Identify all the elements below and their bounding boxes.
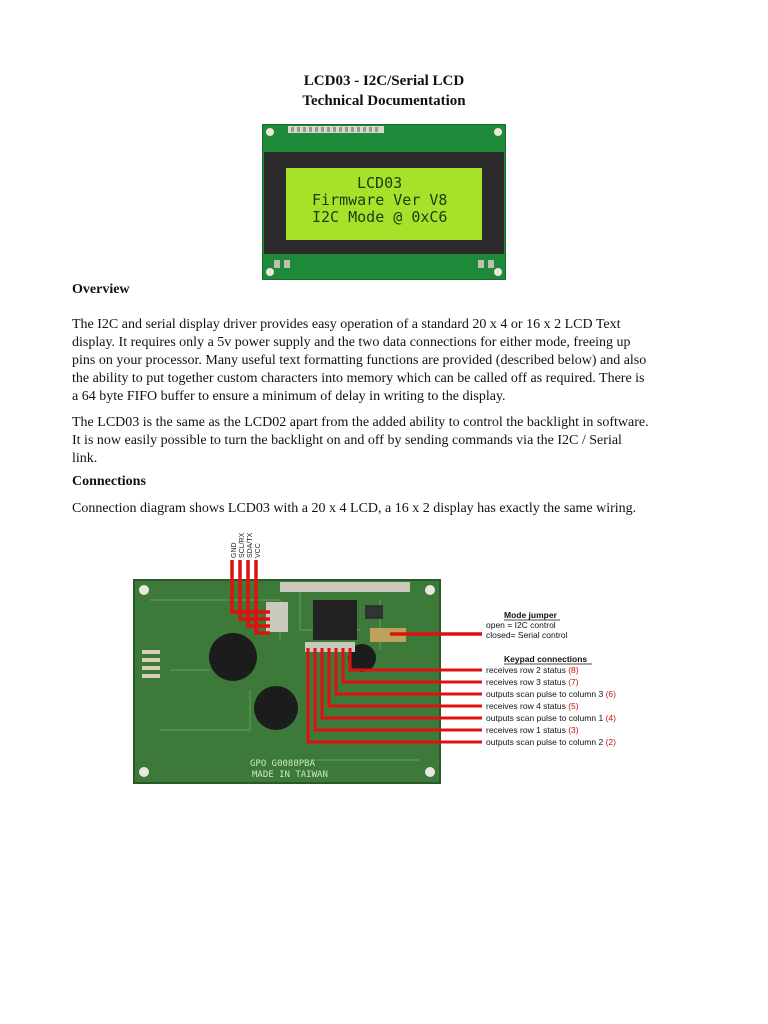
keypad-row-num: (4) xyxy=(606,713,617,723)
overview-heading: Overview xyxy=(72,282,130,297)
keypad-row-5: outputs scan pulse to column 1 (4) xyxy=(486,713,616,723)
text-line: link. xyxy=(72,451,98,466)
keypad-wires xyxy=(306,648,482,744)
mode-jumper-open: open = I2C control xyxy=(486,620,556,630)
connection-diagram: GND SCL/RX SDA/TX VCC GPO G0080PBA MADE … xyxy=(133,532,616,784)
keypad-row-1: receives row 2 status (8) xyxy=(486,665,579,675)
pin-label-sda: SDA/TX xyxy=(247,532,254,558)
svg-text:receives row 4 status (5): receives row 4 status (5) xyxy=(486,701,579,711)
keypad-row-text: outputs scan pulse to column 2 xyxy=(486,737,603,747)
keypad-row-7: outputs scan pulse to column 2 (2) xyxy=(486,737,616,747)
keypad-row-num: (8) xyxy=(568,665,579,675)
lcd-line-2: Firmware Ver V8 xyxy=(312,191,447,209)
power-wires xyxy=(230,560,270,635)
svg-text:receives row 1 status (3): receives row 1 status (3) xyxy=(486,725,579,735)
keypad-row-4: receives row 4 status (5) xyxy=(486,701,579,711)
pin-label-vcc: VCC xyxy=(255,543,262,558)
top-header xyxy=(280,582,410,592)
text-line: a 64 byte FIFO buffer to ensure a minimu… xyxy=(72,389,506,404)
svg-text:outputs scan pulse to column 3: outputs scan pulse to column 3 (6) xyxy=(486,689,616,699)
keypad-row-text: receives row 2 status xyxy=(486,665,566,675)
keypad-row-text: receives row 3 status xyxy=(486,677,566,687)
overview-paragraph-2: The LCD03 is the same as the LCD02 apart… xyxy=(72,414,702,468)
keypad-row-num: (2) xyxy=(606,737,617,747)
keypad-row-num: (6) xyxy=(606,689,617,699)
mode-jumper-title: Mode jumper xyxy=(504,610,558,620)
lcd-blob-2 xyxy=(254,686,298,730)
text-line: display. It requires only a 5v power sup… xyxy=(72,335,631,350)
svg-text:receives row 2 status (8): receives row 2 status (8) xyxy=(486,665,579,675)
keypad-row-text: receives row 1 status xyxy=(486,725,566,735)
pin-label-scl: SCL/RX xyxy=(239,532,246,558)
mode-jumper-closed: closed= Serial control xyxy=(486,630,568,640)
keypad-row-text: receives row 4 status xyxy=(486,701,566,711)
svg-text:outputs scan pulse to column 1: outputs scan pulse to column 1 (4) xyxy=(486,713,616,723)
text-line: pins on your processor. Many useful text… xyxy=(72,353,647,368)
keypad-row-text: outputs scan pulse to column 3 xyxy=(486,689,603,699)
connections-heading: Connections xyxy=(72,474,146,489)
overview-paragraph-1: The I2C and serial display driver provid… xyxy=(72,316,702,406)
keypad-row-3: outputs scan pulse to column 3 (6) xyxy=(486,689,616,699)
lcd-screen xyxy=(286,168,482,240)
document-subtitle: Technical Documentation xyxy=(302,93,466,109)
keypad-row-num: (7) xyxy=(568,677,579,687)
text-line: The LCD03 is the same as the LCD02 apart… xyxy=(72,415,649,430)
text-line: It is now easily possible to turn the ba… xyxy=(72,433,622,448)
keypad-row-6: receives row 1 status (3) xyxy=(486,725,579,735)
keypad-row-num: (5) xyxy=(568,701,579,711)
lcd-line-1: LCD03 xyxy=(357,174,402,192)
keypad-title: Keypad connections xyxy=(504,654,587,664)
keypad-row-text: outputs scan pulse to column 1 xyxy=(486,713,603,723)
text-line: The I2C and serial display driver provid… xyxy=(72,317,621,332)
header-pins-top xyxy=(288,126,384,133)
pcb-marking-2: MADE IN TAIWAN xyxy=(252,770,328,780)
microcontroller-chip xyxy=(313,600,357,640)
connections-text: Connection diagram shows LCD03 with a 20… xyxy=(72,501,637,516)
svg-text:outputs scan pulse to column 2: outputs scan pulse to column 2 (2) xyxy=(486,737,616,747)
lcd-blob-1 xyxy=(209,633,257,681)
power-header xyxy=(266,602,288,632)
text-line: the ability to put together custom chara… xyxy=(72,371,645,386)
svg-text:receives row 3 status (7): receives row 3 status (7) xyxy=(486,677,579,687)
document-title: LCD03 - I2C/Serial LCD xyxy=(303,73,465,89)
keypad-header xyxy=(305,642,355,652)
keypad-row-2: receives row 3 status (7) xyxy=(486,677,579,687)
pin-label-gnd: GND xyxy=(231,542,238,558)
keypad-row-num: (3) xyxy=(568,725,579,735)
lcd-line-3: I2C Mode @ 0xC6 xyxy=(312,208,447,226)
pcb-marking-1: GPO G0080PBA xyxy=(250,759,316,769)
lcd-module-photo: LCD03 Firmware Ver V8 I2C Mode @ 0xC6 xyxy=(262,124,506,280)
bottom-pads xyxy=(274,260,494,268)
mode-jumper xyxy=(370,628,406,642)
